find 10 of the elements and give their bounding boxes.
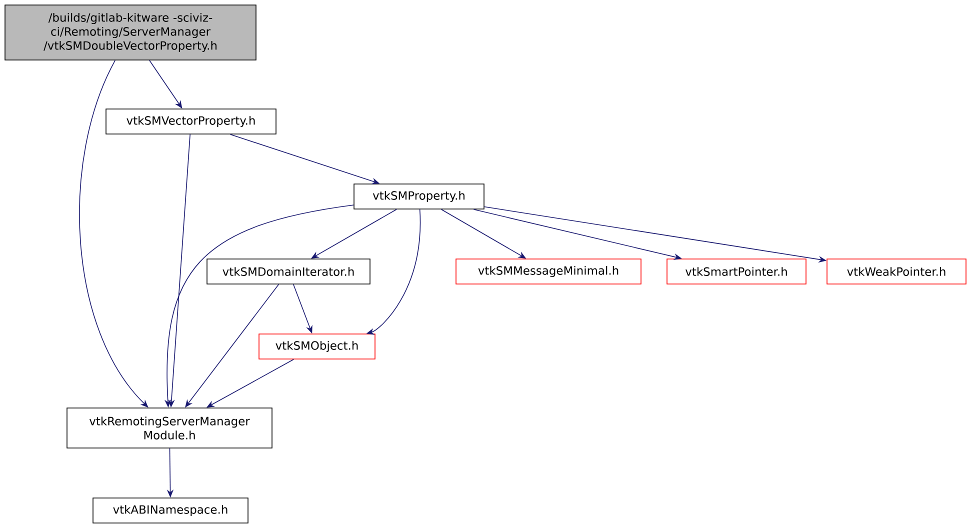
file-box: vtkWeakPointer.h: [826, 258, 966, 284]
file-box: vtkRemotingServerManager Module.h: [66, 408, 272, 448]
file-box: vtkSMDomainIterator.h: [206, 258, 370, 284]
file-box: vtkSMObject.h: [258, 334, 376, 360]
file-box: vtkABINamespace.h: [92, 498, 248, 524]
file-box: vtkSMVectorProperty.h: [106, 108, 276, 134]
file-box: vtkSMProperty.h: [354, 184, 484, 210]
file-box: /builds/gitlab-kitware -sciviz-ci/Remoting/ServerManager /vtkSMDoubleVectorProperty.h: [4, 4, 256, 60]
file-box: vtkSMMessageMinimal.h: [456, 258, 642, 284]
file-box: vtkSmartPointer.h: [666, 258, 806, 284]
